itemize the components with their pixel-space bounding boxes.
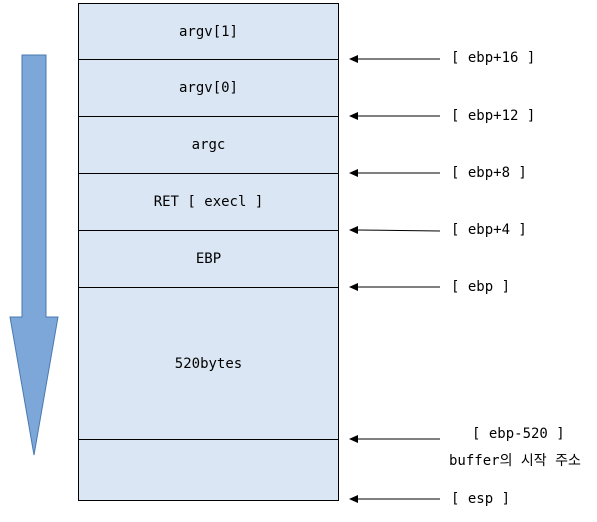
pointer-arrow-ebp-plus-16	[349, 55, 440, 63]
pointer-arrow-ebp-minus-520	[349, 435, 440, 443]
stack-frame: argv[1] argv[0] argc RET [ execl ] EBP 5…	[78, 3, 339, 501]
pointer-arrows	[349, 55, 441, 503]
stack-cell-label: EBP	[195, 251, 222, 267]
pointer-label-ebp-plus-12: [ ebp+12 ]	[451, 108, 536, 124]
pointer-arrow-ebp	[349, 283, 440, 291]
stack-cell-ret: RET [ execl ]	[79, 174, 338, 231]
pointer-label-ebp-plus-8: [ ebp+8 ]	[451, 165, 527, 181]
pointer-arrow-ebp-plus-8	[349, 169, 440, 177]
stack-cell-argv1: argv[1]	[79, 4, 338, 60]
pointer-label-ebp-plus-4: [ ebp+4 ]	[451, 222, 527, 238]
pointer-sublabel-buffer-start: buffer의 시작 주소	[449, 453, 581, 469]
stack-cell-label: RET [ execl ]	[153, 194, 264, 210]
stack-cell-label: argc	[191, 137, 226, 153]
stack-cell-argv0: argv[0]	[79, 60, 338, 117]
stack-cell-label: argv[1]	[178, 23, 238, 40]
pointer-arrow-ebp-plus-4	[349, 226, 441, 234]
pointer-arrow-esp	[349, 495, 440, 503]
pointer-label-ebp-minus-520: [ ebp-520 ]	[472, 426, 565, 442]
stack-cell-label: argv[0]	[178, 80, 238, 96]
stack-cell-label: 520bytes	[174, 355, 243, 372]
pointer-label-ebp: [ ebp ]	[451, 279, 511, 295]
pointer-arrow-ebp-plus-12	[349, 112, 440, 120]
stack-cell-ebp: EBP	[79, 231, 338, 288]
pointer-label-ebp-plus-16: [ ebp+16 ]	[451, 50, 536, 66]
stack-cell-bottom	[79, 440, 338, 500]
stack-cell-buffer: 520bytes	[79, 288, 338, 440]
stack-growth-down-arrow	[9, 54, 59, 456]
pointer-label-esp: [ esp ]	[451, 491, 511, 507]
stack-cell-argc: argc	[79, 117, 338, 174]
